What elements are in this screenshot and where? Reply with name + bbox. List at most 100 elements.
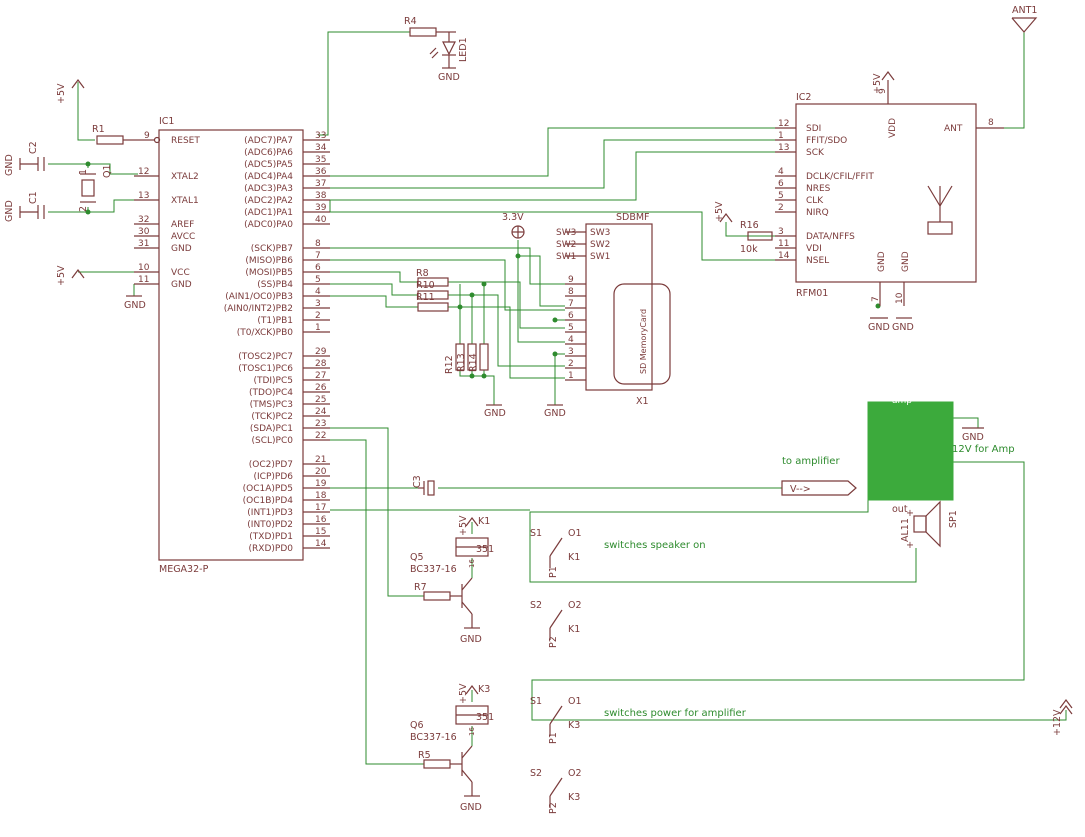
- svg-text:GND: GND: [901, 251, 911, 272]
- svg-text:K1: K1: [568, 624, 580, 635]
- svg-text:+12V: +12V: [1052, 709, 1063, 736]
- ic2-pin-name: SDI: [806, 124, 821, 134]
- ic1-pin-number: 5: [315, 275, 321, 285]
- speaker-sp1: SP1 AL11 + +: [900, 500, 959, 551]
- gnd-sd: GND: [544, 404, 566, 419]
- svg-text:SDBMF: SDBMF: [616, 212, 650, 223]
- ic1-pin-number: 15: [315, 527, 326, 537]
- svg-text:X1: X1: [636, 396, 649, 407]
- antenna-ant1: ANT1: [1011, 5, 1037, 33]
- svg-text:+5V: +5V: [56, 265, 67, 286]
- svg-text:K1: K1: [478, 516, 490, 527]
- svg-text:13: 13: [138, 191, 149, 201]
- amp-body: [867, 401, 954, 501]
- ic1-pin-name: (ADC7)PA7: [244, 136, 293, 146]
- ic2-pin-name: NRES: [806, 184, 831, 194]
- sd-pin-number: 9: [568, 275, 574, 285]
- svg-text:R4: R4: [404, 16, 417, 27]
- svg-text:GND: GND: [4, 200, 15, 222]
- ic2-pin-name: VDI: [806, 244, 822, 254]
- sd-sw-pin-name: SW2: [590, 240, 610, 250]
- svg-text:SP1: SP1: [948, 510, 959, 528]
- svg-text:S2: S2: [530, 600, 542, 611]
- svg-text:C3: C3: [412, 475, 423, 488]
- wires: [48, 31, 1067, 765]
- ic1-pin-name: (TOSC2)PC7: [238, 352, 293, 362]
- svg-text:XTAL2: XTAL2: [171, 172, 199, 182]
- ic2-pin-name: NIRQ: [806, 208, 829, 218]
- ic1-pin-number: 25: [315, 395, 326, 405]
- ic1-pin-name: (OC2)PD7: [249, 460, 293, 470]
- ic2-left-pins: SDI12FFIT/SDO1SCK13DCLK/CFIL/FFIT4NRES6C…: [775, 119, 874, 266]
- junctions: [85, 161, 881, 379]
- note-switches-speaker-on: switches speaker on: [604, 540, 706, 551]
- capacitor-c1: C1 GND: [4, 191, 45, 222]
- svg-text:GND: GND: [171, 244, 192, 254]
- note-switches-power-for-amplifier: switches power for amplifier: [604, 708, 747, 719]
- svg-text:R7: R7: [414, 582, 427, 593]
- svg-text:R13: R13: [456, 353, 467, 372]
- ic1-ref: IC1: [159, 116, 174, 127]
- sd-pin-number: 8: [568, 287, 574, 297]
- ic2-pin-number: 2: [778, 203, 784, 213]
- sd-pin-number: 7: [568, 299, 574, 309]
- ic1-pin-number: 8: [315, 239, 321, 249]
- ic1-left-pins: RESET 9 XTAL2 12 XTAL1 13 AREF 32 AVCC 3…: [134, 131, 200, 290]
- svg-text:VDD: VDD: [888, 118, 898, 138]
- svg-text:V-->: V-->: [790, 484, 811, 495]
- ic2-pin-name: SCK: [806, 148, 825, 158]
- relay-k1: +5V K1 351 16: [455, 515, 494, 568]
- svg-text:31: 31: [138, 239, 149, 249]
- svg-text:3.3V: 3.3V: [502, 212, 524, 223]
- ic1-pin-name: (TXD)PD1: [249, 532, 293, 542]
- svg-text:C2: C2: [28, 141, 39, 154]
- svg-text:16: 16: [468, 559, 476, 568]
- ic1-pin-name: (ADC5)PA5: [244, 160, 293, 170]
- ic1-pin-number: 40: [315, 215, 327, 225]
- svg-text:IC2: IC2: [796, 92, 811, 103]
- supply-12v: +12V: [1052, 699, 1073, 736]
- ic1-pin-number: 17: [315, 503, 326, 513]
- ic2-pin-name: NSEL: [806, 256, 829, 266]
- supply-5v-vcc: +5V: [56, 265, 85, 286]
- sd-sw-pin-name: SW3: [590, 228, 610, 238]
- ic1-pin-number: 28: [315, 359, 327, 369]
- svg-text:R8: R8: [416, 268, 429, 279]
- ic1-pin-number: 18: [315, 491, 327, 501]
- transistor-q5: Q5 BC337-16 R7 GND: [410, 552, 482, 645]
- sd-sw-pin-label: SW1: [556, 252, 576, 262]
- svg-text:AVCC: AVCC: [171, 232, 195, 242]
- sd-sw-pin-label: SW3: [556, 228, 576, 238]
- ic1-pin-name: (T1)PB1: [257, 316, 293, 326]
- svg-text:R1: R1: [92, 124, 105, 135]
- svg-text:Q6: Q6: [410, 720, 424, 731]
- svg-text:C1: C1: [28, 191, 39, 204]
- svg-text:BC337-16: BC337-16: [410, 732, 457, 743]
- svg-text:R16: R16: [740, 220, 759, 231]
- ic1-pin-name: (RXD)PD0: [249, 544, 294, 554]
- svg-text:10: 10: [138, 263, 150, 273]
- resistors-r8-r10-r11: R8 R10 R11: [416, 268, 449, 312]
- ic1-mega32: IC1 MEGA32-P RESET 9 XTAL2 12 XTAL1 13 A…: [134, 116, 330, 575]
- svg-text:O1: O1: [568, 528, 582, 539]
- ic1-pin-name: (SS)PB4: [257, 280, 293, 290]
- ic2-pin-number: 4: [778, 167, 784, 177]
- ic1-pin-number: 19: [315, 479, 327, 489]
- ic2-pin-number: 14: [778, 251, 790, 261]
- ic2-pin-number: 3: [778, 227, 784, 237]
- svg-text:O2: O2: [568, 600, 582, 611]
- ic2-pin-number: 5: [778, 191, 784, 201]
- ic2-pin-name: DCLK/CFIL/FFIT: [806, 172, 874, 182]
- svg-text:RFM01: RFM01: [796, 288, 828, 299]
- ic1-body: [158, 129, 304, 561]
- ic1-pin-name: (SCK)PB7: [251, 244, 293, 254]
- svg-text:P2: P2: [548, 636, 559, 648]
- svg-text:K1: K1: [568, 552, 580, 563]
- svg-text:O1: O1: [568, 696, 582, 707]
- ic1-name: MEGA32-P: [159, 564, 209, 575]
- ic1-pin-number: 36: [315, 167, 327, 177]
- ic1-pin-name: (SCL)PC0: [252, 436, 294, 446]
- note-12v-for-amp: 12V for Amp: [952, 444, 1015, 455]
